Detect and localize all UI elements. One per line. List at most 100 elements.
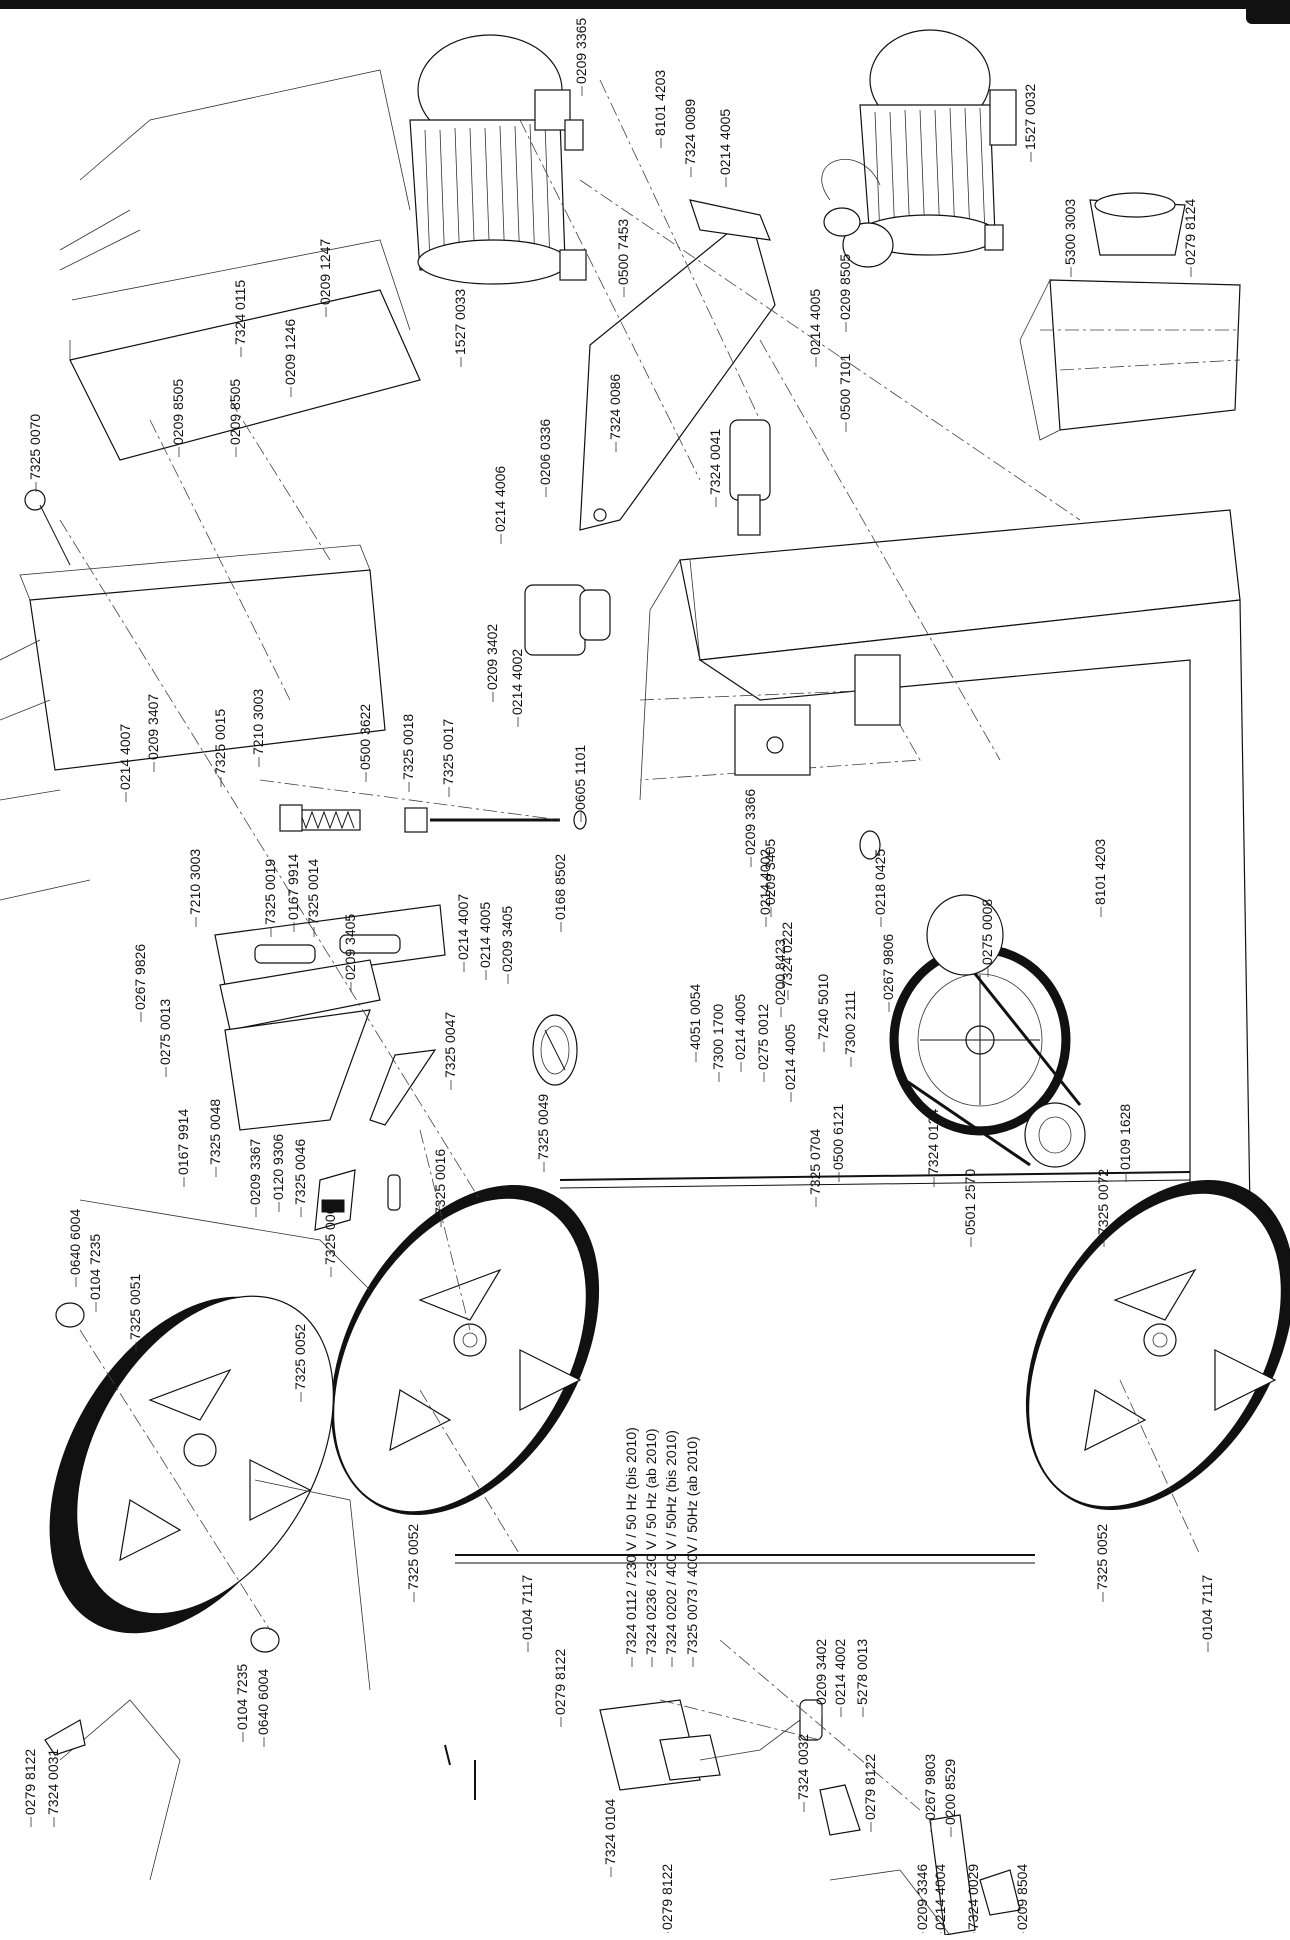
label-16: 7325 0070 [27,414,43,480]
handwheel [532,1014,578,1086]
label-71: 7325 0016 [432,1149,448,1215]
label-67: 7325 0048 [207,1099,223,1165]
motor-1527-0032 [821,29,1017,268]
label-29: 7325 0014 [305,859,321,925]
label-98: 7324 0104 [602,1799,618,1865]
label-38: 0209 3405 [762,839,778,905]
label-21: 0209 8505 [227,379,243,445]
label-73: 7325 0704 [807,1129,823,1195]
small-gear-motor [524,584,611,656]
label-64: 7325 0047 [442,1012,458,1078]
label-60: 0209 3405 [342,914,358,980]
guide-bracket [214,904,446,1131]
label-87: 7324 0236 / 230 V / 50 Hz (ab 2010) [643,1429,659,1656]
label-11: 0206 0336 [537,419,553,485]
page-corner-tab [1246,0,1290,24]
label-4: 1527 0033 [452,289,468,355]
label-12: 0214 4006 [492,466,508,532]
label-2: 7324 0089 [682,99,698,165]
label-33: 0168 8502 [552,854,568,920]
label-74: 0640 6004 [67,1209,83,1275]
label-25: 7210 3003 [250,689,266,755]
pulley-shaft [729,419,771,536]
label-35: 0209 3402 [484,624,500,690]
bottom-left-bracket [44,1699,476,1881]
upper-cover [59,209,421,461]
label-15: 5300 3003 [1062,199,1078,265]
label-0: 0209 3365 [573,18,589,84]
label-50: 7240 5010 [815,974,831,1040]
label-54: 7324 0124 [925,1109,941,1175]
label-1: 8101 4203 [652,70,668,136]
label-26: 7210 3003 [187,849,203,915]
label-14: 0279 8124 [1182,199,1198,265]
motor-1527-0033 [409,34,587,285]
label-84: 0279 8122 [22,1749,38,1815]
label-83: 0640 6004 [255,1669,271,1735]
blade-guard-panel [0,544,386,901]
label-42: 0267 9806 [880,934,896,1000]
label-24: 7325 0015 [212,709,228,775]
label-91: 0209 3402 [813,1639,829,1705]
blade-guide-parts [314,1049,437,1231]
label-40: 8101 4203 [1092,839,1108,905]
label-80: 7325 0052 [1094,1524,1110,1590]
label-7: 0214 4005 [807,289,823,355]
label-97: 0200 8529 [942,1759,958,1825]
label-89: 7325 0073 / 400V / 50Hz (ab 2010) [684,1436,700,1655]
label-57: 0109 1628 [1117,1104,1133,1170]
leader-lines [30,86,1209,1933]
outline-frames [79,69,411,1691]
label-39: 0218 0425 [872,849,888,915]
label-101: 0214 4004 [932,1864,948,1930]
label-56: 7325 0072 [1095,1169,1111,1235]
header-bar [0,0,1290,9]
label-70: 7325 0046 [292,1139,308,1205]
bandwheel-upper [330,1184,600,1516]
label-51: 7300 2111 [842,991,858,1055]
label-17: 7324 0115 [232,280,248,345]
label-5: 0500 7453 [615,219,631,285]
label-62: 0214 4005 [477,902,493,968]
label-49: 0275 0012 [755,1004,771,1070]
label-102: 7324 0029 [965,1864,981,1930]
label-86: 7324 0112 / 230 V / 50 Hz (bis 2010) [623,1427,639,1655]
label-34: 0605 1101 [572,745,588,810]
label-77: 7325 0052 [292,1324,308,1390]
label-85: 7324 0031 [45,1749,61,1815]
label-79: 0104 7117 [519,1575,535,1640]
label-23: 0214 4007 [117,724,133,790]
tension-spindle [279,804,587,833]
label-32: 7325 0017 [440,719,456,785]
label-48: 0214 4005 [732,994,748,1060]
label-99: 0279 8122 [659,1864,675,1930]
label-58: 0267 9826 [132,944,148,1010]
label-41: 0275 0008 [979,899,995,965]
label-95: 0279 8122 [862,1754,878,1820]
drawing-parts [0,29,1290,1936]
label-47: 7300 1700 [710,1004,726,1070]
label-88: 7324 0202 / 400 V / 50Hz (bis 2010) [663,1430,679,1655]
motor-mount-plate [579,199,776,531]
label-59: 0275 0013 [157,999,173,1065]
bandwheel-lower [1025,1179,1290,1511]
label-10: 7324 0041 [707,429,723,495]
label-63: 0209 3405 [499,906,515,972]
label-103: 0209 8504 [1014,1864,1030,1930]
label-65: 7325 0049 [535,1094,551,1160]
label-27: 7325 0019 [262,859,278,925]
label-82: 0104 7235 [234,1664,250,1730]
drive-pulley [859,830,1086,1168]
label-46: 4051 0054 [687,984,703,1050]
label-18: 0209 1247 [317,239,333,305]
label-76: 7325 0051 [127,1274,143,1340]
label-69: 0120 9306 [270,1134,286,1200]
label-37: 0209 3366 [742,789,758,855]
motor-switch-assembly [599,1699,861,1836]
label-81: 0104 7117 [1199,1575,1215,1640]
label-55: 0501 2570 [962,1169,978,1235]
label-96: 0267 9803 [922,1754,938,1820]
part-number-labels: 0209 3365 8101 4203 7324 0089 0214 4005 … [22,18,1215,1930]
